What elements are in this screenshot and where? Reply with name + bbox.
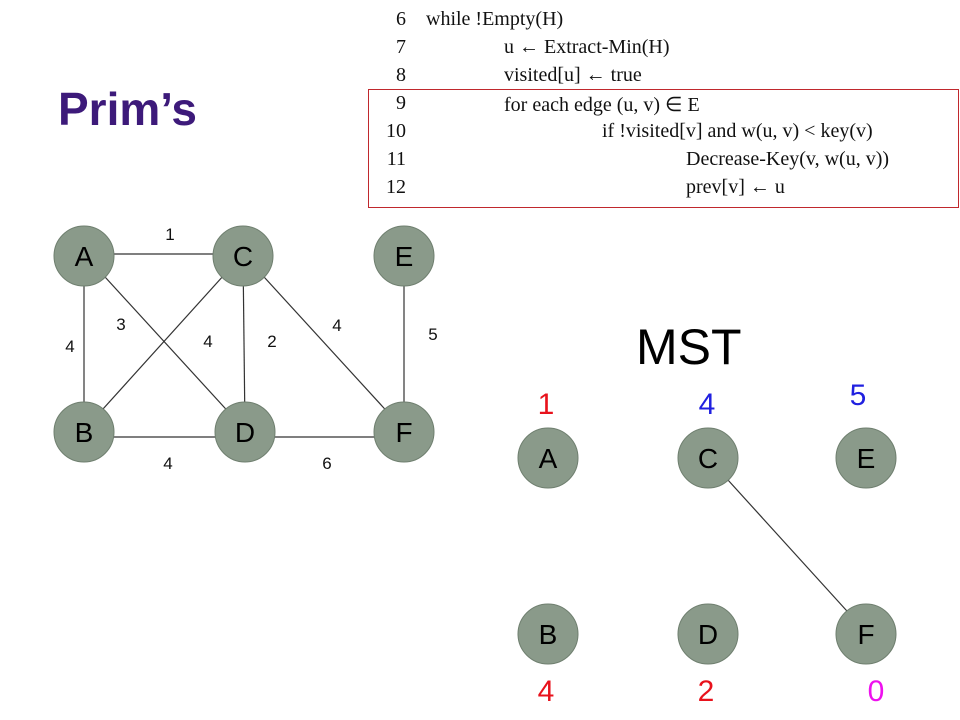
key-e: 5: [850, 379, 867, 412]
mst-node-e: E: [835, 427, 897, 489]
node-label: A: [539, 443, 558, 474]
node-label: C: [698, 443, 718, 474]
code-text: visited[u] ← true: [504, 64, 642, 86]
weight-e-f: 5: [428, 325, 437, 344]
code-line-10: 10 if !visited[v] and w(u, v) < key(v): [368, 120, 960, 148]
mst-node-c: C: [677, 427, 739, 489]
key-d: 2: [698, 675, 715, 708]
edge-weights: 1 3 4 4 2 4 5 4 6: [65, 225, 437, 473]
code-text: for each edge (u, v) ∈ E: [504, 94, 700, 116]
mst-title: MST: [636, 319, 742, 375]
edge-a-d: [83, 253, 246, 431]
input-graph-nodes: A C E B D F: [53, 225, 435, 463]
node-b: B: [53, 401, 115, 463]
line-number: 12: [386, 176, 406, 198]
code-line-7: 7 u ← Extract-Min(H): [368, 36, 960, 64]
node-label: F: [395, 417, 412, 448]
node-label: E: [857, 443, 876, 474]
key-b: 4: [538, 675, 555, 708]
line-number: 6: [396, 8, 406, 30]
node-d: D: [214, 401, 276, 463]
edge-b-c: [83, 253, 244, 431]
weight-a-b: 4: [65, 337, 74, 356]
mst-node-f: F: [835, 603, 897, 665]
pseudocode-block: 6 while !Empty(H) 7 u ← Extract-Min(H) 8…: [368, 0, 960, 212]
line-number: 11: [386, 148, 406, 170]
code-line-9: 9 for each edge (u, v) ∈ E: [368, 92, 960, 120]
weight-c-f: 4: [332, 316, 341, 335]
key-a: 1: [538, 388, 555, 421]
code-line-8: 8 visited[u] ← true: [368, 64, 960, 92]
node-e: E: [373, 225, 435, 287]
weight-d-f: 6: [322, 454, 331, 473]
code-highlight-box: [368, 89, 959, 208]
weight-b-d: 4: [163, 454, 172, 473]
line-number: 9: [396, 92, 406, 114]
node-f: F: [373, 401, 435, 463]
node-label: F: [857, 619, 874, 650]
code-text: while !Empty(H): [426, 8, 564, 30]
mst-keys: 1 4 5 4 2 0: [538, 379, 885, 708]
slide-title: Prim’s: [58, 83, 197, 135]
mst-edge-c-f: [707, 457, 867, 633]
mst-nodes: A C E B D F: [517, 427, 897, 665]
node-label: D: [698, 619, 718, 650]
code-text: Decrease-Key(v, w(u, v)): [686, 148, 890, 170]
line-number: 8: [396, 64, 406, 86]
weight-a-d: 3: [116, 315, 125, 334]
code-text: if !visited[v] and w(u, v) < key(v): [602, 120, 873, 142]
node-c: C: [212, 225, 274, 287]
node-label: A: [75, 241, 94, 272]
node-label: C: [233, 241, 253, 272]
mst-node-d: D: [677, 603, 739, 665]
edge-c-f: [242, 253, 405, 431]
node-label: E: [395, 241, 414, 272]
weight-c-d: 2: [267, 332, 276, 351]
line-number: 10: [386, 120, 406, 142]
mst-edges: [707, 457, 867, 633]
code-text: u ← Extract-Min(H): [504, 36, 670, 58]
node-label: B: [539, 619, 558, 650]
weight-b-c: 4: [203, 332, 212, 351]
mst-node-b: B: [517, 603, 579, 665]
mst-node-a: A: [517, 427, 579, 489]
code-line-12: 12 prev[v] ← u: [368, 176, 960, 204]
key-f: 0: [868, 675, 885, 708]
node-label: B: [75, 417, 94, 448]
weight-a-c: 1: [165, 225, 174, 244]
key-c: 4: [699, 388, 716, 421]
node-a: A: [53, 225, 115, 287]
code-line-11: 11 Decrease-Key(v, w(u, v)): [368, 148, 960, 176]
code-text: prev[v] ← u: [686, 176, 785, 198]
code-line-6: 6 while !Empty(H): [368, 8, 960, 36]
line-number: 7: [396, 36, 406, 58]
node-label: D: [235, 417, 255, 448]
